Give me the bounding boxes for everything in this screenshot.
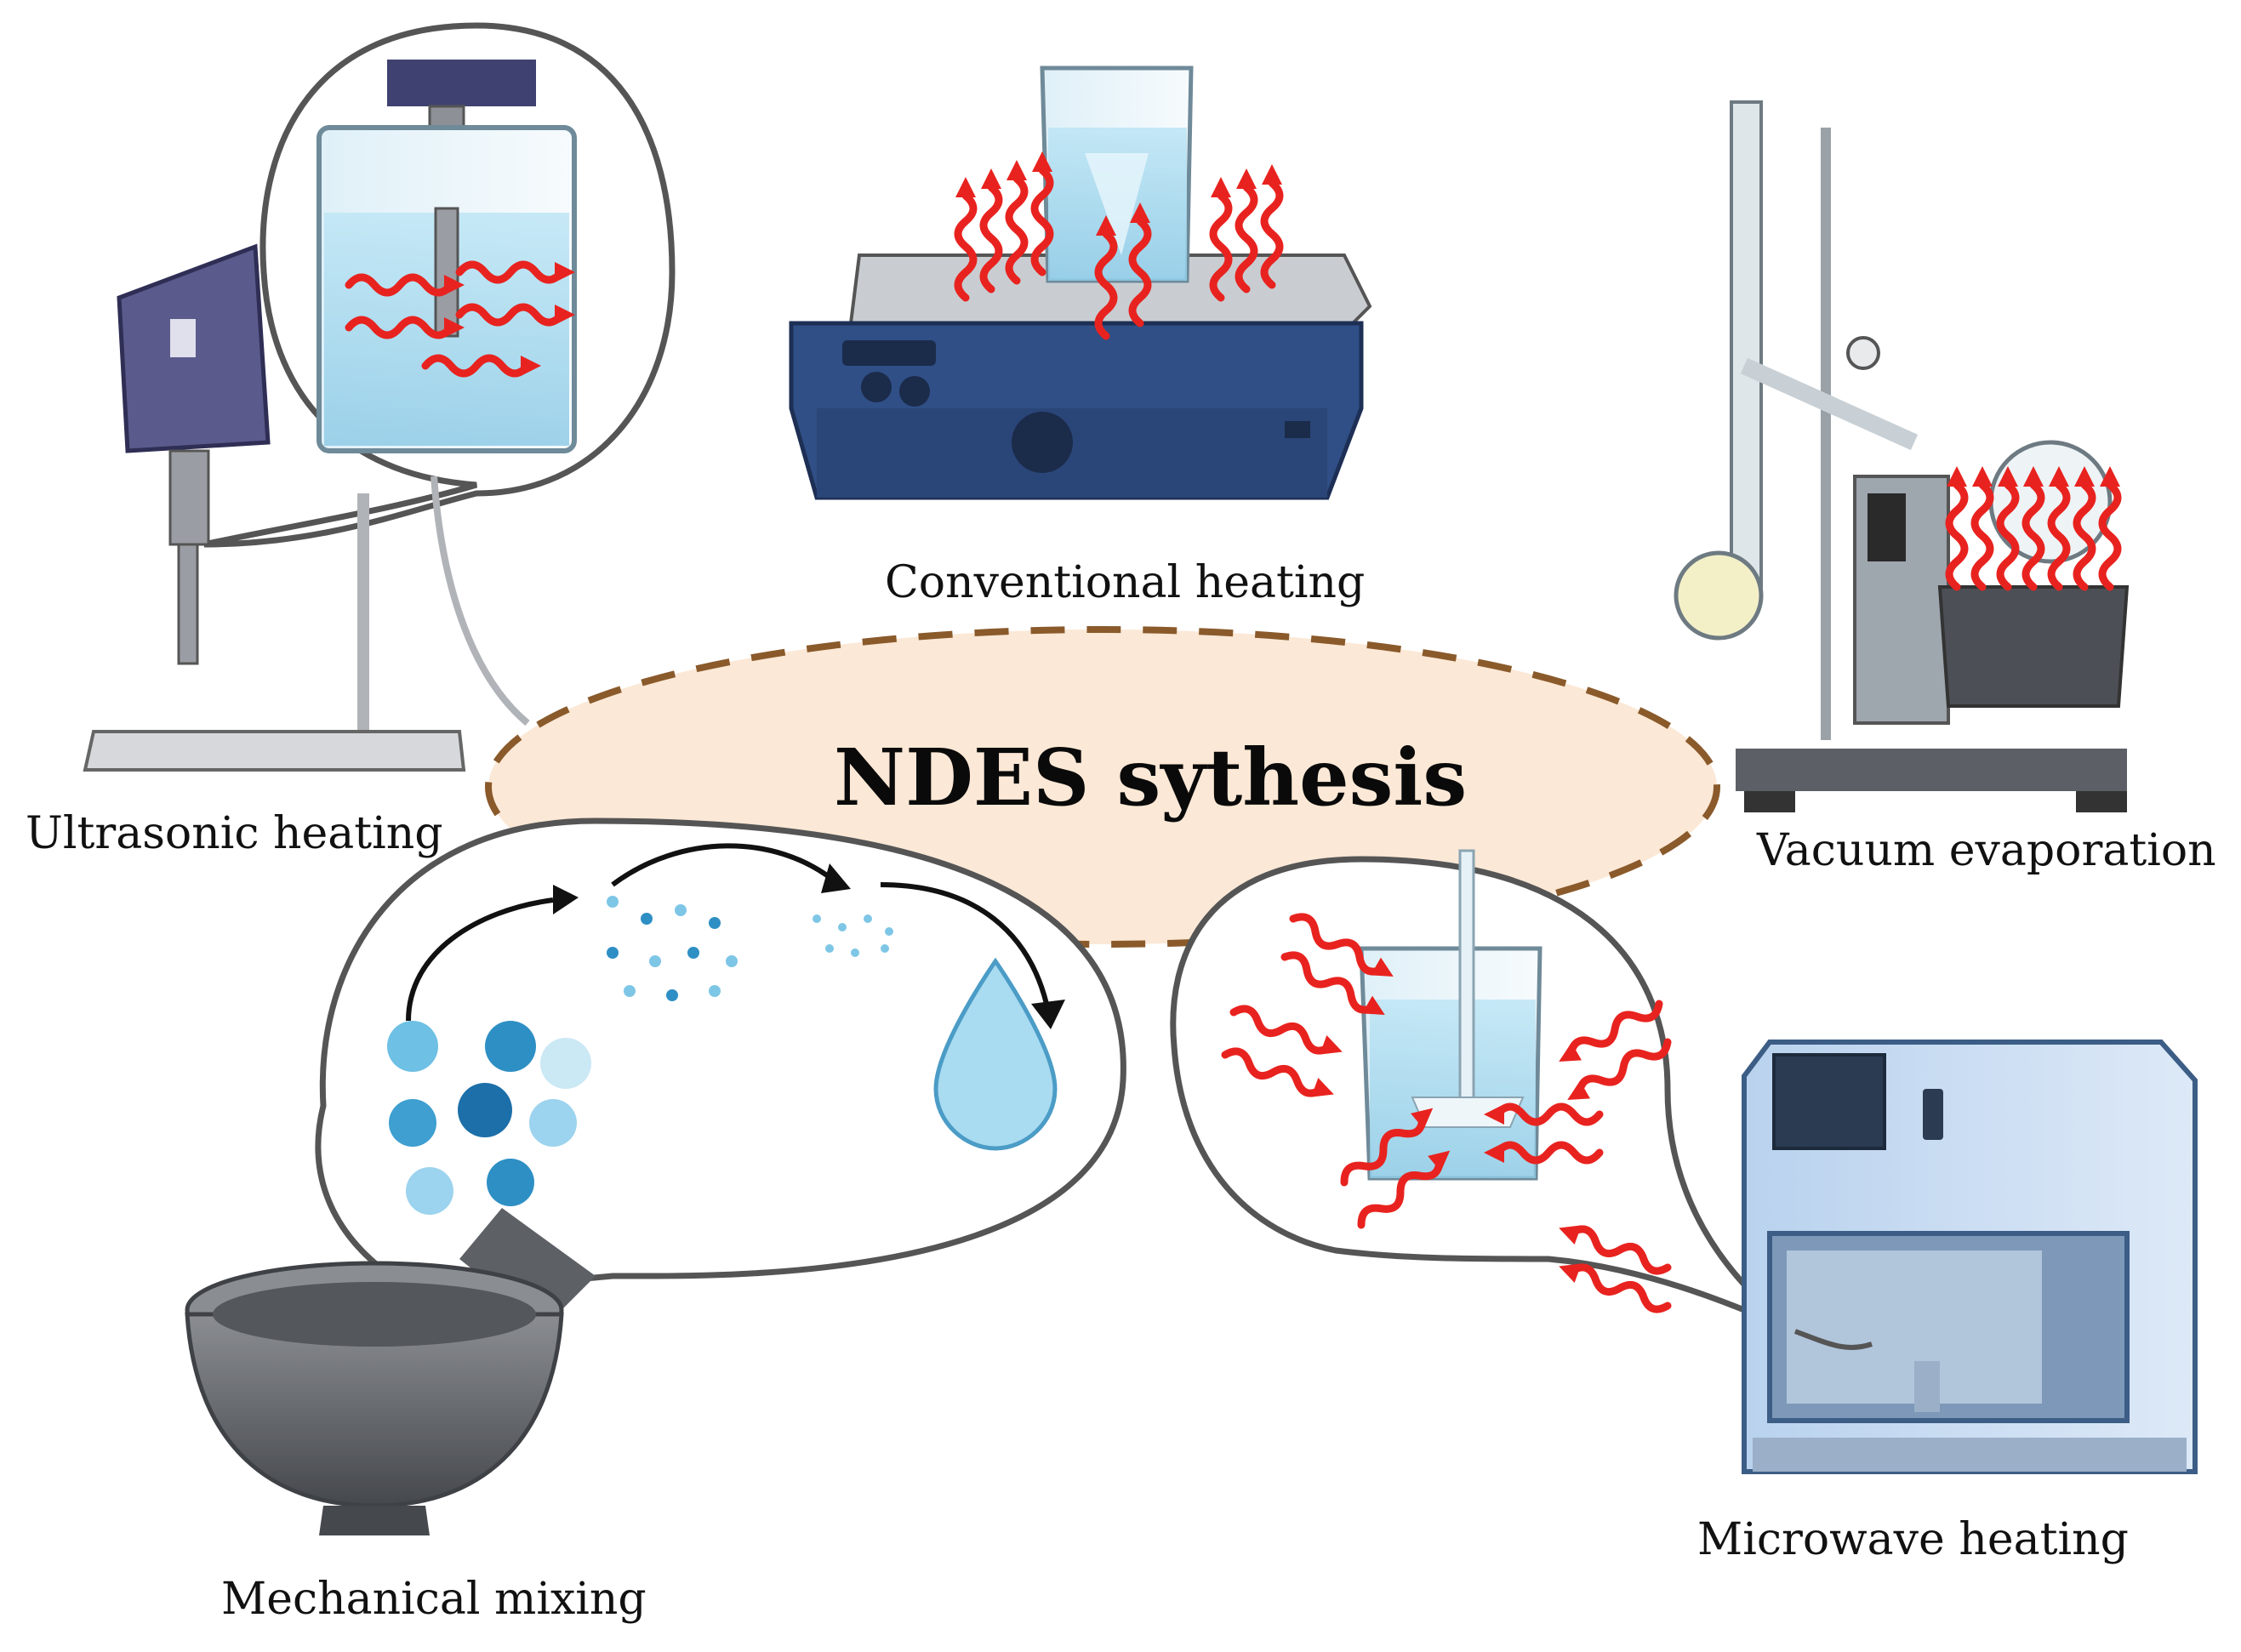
microwave-heating-label: Microwave heating bbox=[1697, 1514, 2129, 1565]
beaker-icon bbox=[1040, 66, 1194, 283]
vacuum-evaporation-label: Vacuum evaporation bbox=[1757, 825, 2216, 876]
particle-sequence bbox=[387, 843, 1065, 1215]
hot-plate-icon bbox=[789, 253, 1372, 500]
bubble-tail bbox=[1793, 1329, 1873, 1351]
center-title: NDES sythesis bbox=[834, 732, 1468, 823]
sonicator-icon bbox=[316, 60, 575, 453]
sonicator-base-icon bbox=[83, 243, 530, 772]
mortar-pestle-icon bbox=[185, 1208, 596, 1535]
microwave-icon bbox=[1742, 1040, 2198, 1474]
ultrasonic-heating-label: Ultrasonic heating bbox=[26, 808, 443, 859]
rotary-evaporator-icon bbox=[1674, 100, 2130, 812]
mechanical-mixing-label: Mechanical mixing bbox=[221, 1574, 647, 1625]
conventional-heating-label: Conventional heating bbox=[885, 557, 1366, 608]
